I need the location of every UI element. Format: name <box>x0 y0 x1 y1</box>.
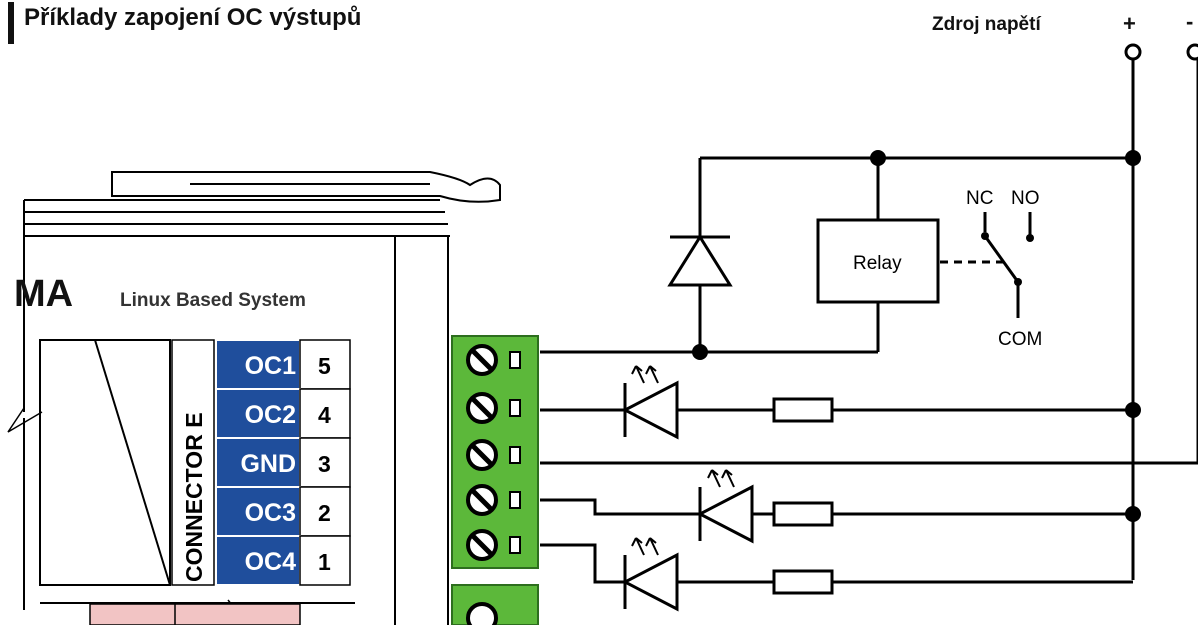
wire-slot <box>509 536 521 554</box>
pin-number-cell <box>299 535 351 586</box>
pin-number: 4 <box>318 402 331 428</box>
minus-terminal <box>1186 43 1198 61</box>
pin-name: OC4 <box>245 548 297 576</box>
device-brand: MA <box>14 273 73 315</box>
title-accent-bar <box>8 2 14 44</box>
pin-number-cell <box>299 486 351 537</box>
relay-nc-label: NC <box>966 188 993 209</box>
resistor-1 <box>772 397 834 423</box>
screw-icon <box>466 602 498 625</box>
callout-left <box>7 407 43 433</box>
pin-name: OC1 <box>245 352 297 380</box>
led-2-icon <box>696 484 754 544</box>
terminal-block <box>451 335 539 625</box>
pin-number: 5 <box>318 353 331 379</box>
led-3-icon <box>621 552 679 612</box>
wire-slot <box>509 399 521 417</box>
resistor-2 <box>772 501 834 527</box>
pin-name: GND <box>240 450 296 478</box>
pin-name: OC3 <box>245 499 296 527</box>
flyback-diode-icon <box>667 234 733 287</box>
supply-plus-label: + <box>1123 11 1136 36</box>
relay-com-label: COM <box>998 329 1042 350</box>
relay-no-label: NO <box>1011 188 1040 209</box>
relay-label: Relay <box>853 253 902 274</box>
pin-number: 1 <box>318 549 331 575</box>
connector-label: CONNECTOR E <box>181 412 207 582</box>
supply-rails <box>1124 43 1198 580</box>
device-subtitle: Linux Based System <box>120 290 306 311</box>
wire-slot <box>509 446 521 464</box>
pin-name: OC2 <box>245 401 296 429</box>
led-circuits <box>540 380 1198 612</box>
pin-cell <box>215 388 301 439</box>
pin-cell <box>215 535 301 586</box>
pin-number: 3 <box>318 451 331 477</box>
supply-label: Zdroj napětí <box>932 14 1041 35</box>
plus-terminal <box>1124 43 1142 61</box>
pin-cell <box>215 437 301 488</box>
page-title: Příklady zapojení OC výstupů <box>24 4 362 31</box>
pin-number: 2 <box>318 500 331 526</box>
bottom-connector-strip <box>89 603 301 625</box>
wire-slot <box>509 491 521 509</box>
supply-minus-label: - <box>1186 9 1194 34</box>
wire-slot <box>509 351 521 369</box>
relay-dots <box>692 150 1141 522</box>
device-enclosure <box>23 171 501 625</box>
led-arrows <box>631 365 735 556</box>
pin-cell <box>215 486 301 537</box>
relay-circuit <box>540 156 1133 354</box>
pin-number-cell <box>299 339 351 390</box>
din-clip <box>111 171 501 203</box>
resistor-3 <box>772 569 834 595</box>
pin-cell <box>215 339 301 390</box>
led-1-icon <box>621 380 679 440</box>
